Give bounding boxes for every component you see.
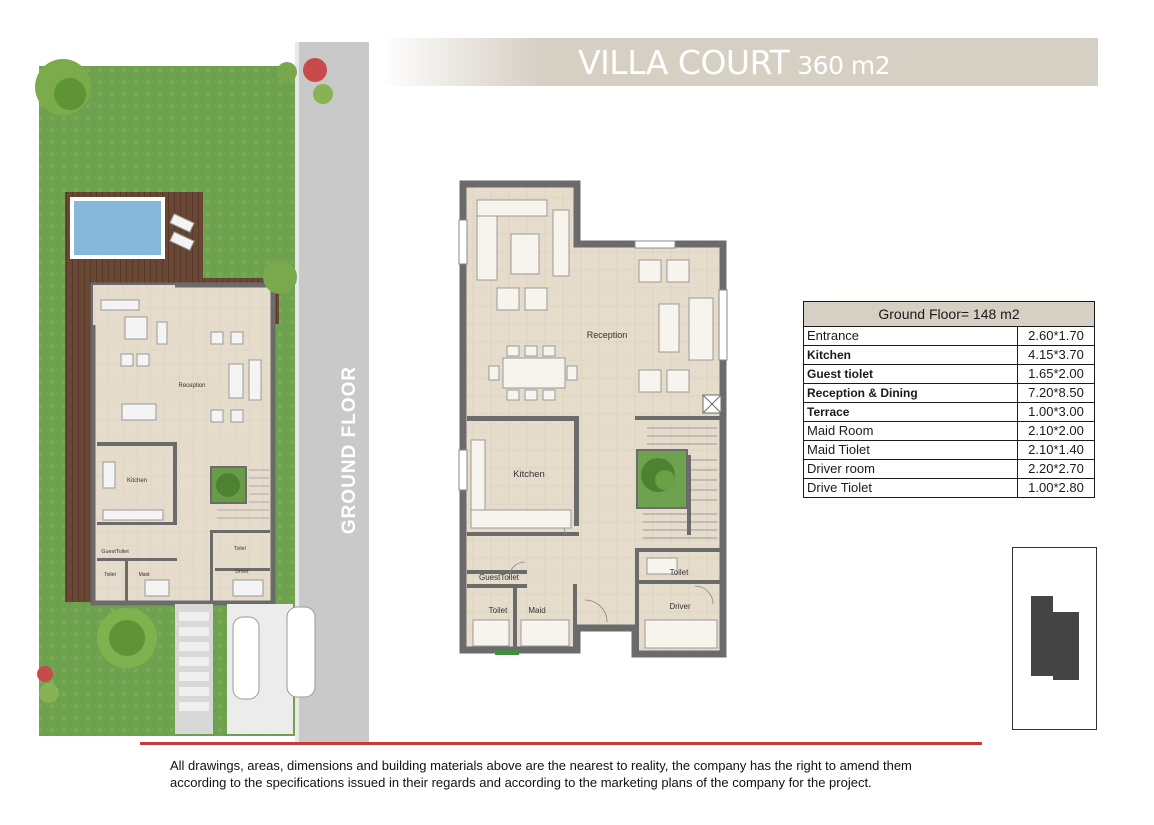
car-icon [286, 606, 316, 698]
title-area: 360 m2 [797, 51, 891, 80]
disclaimer-line-2: according to the specifications issued i… [170, 775, 872, 790]
label-reception: Reception [587, 330, 628, 340]
row-value: 2.20*2.70 [1017, 459, 1095, 479]
row-name: Guest tiolet [803, 364, 1018, 384]
label-maid: Maid [528, 606, 545, 615]
row-name: Reception & Dining [803, 383, 1018, 403]
left-label-guest-toilet: GuestToilet [101, 549, 129, 555]
ground-floor-plan: Reception Kitchen GuestToilet Toilet Mai… [458, 180, 728, 658]
left-label-reception: Reception [178, 383, 205, 389]
location-key-plan [1012, 547, 1097, 730]
row-value: 1.65*2.00 [1017, 364, 1095, 384]
label-guest-toilet: GuestToilet [479, 573, 520, 582]
ground-floor-label: GROUND FLOOR [339, 365, 360, 535]
row-name: Entrance [803, 326, 1018, 346]
title-main: VILLA COURT [578, 43, 790, 82]
row-value: 2.10*1.40 [1017, 440, 1095, 460]
label-toilet-driver: Toilet [670, 568, 689, 577]
label-toilet: Toilet [489, 606, 508, 615]
row-name: Terrace [803, 402, 1018, 422]
label-kitchen: Kitchen [513, 469, 545, 480]
tree-icon [263, 260, 297, 294]
row-name: Kitchen [803, 345, 1018, 365]
left-label-toilet: Toilet [104, 572, 116, 578]
label-driver: Driver [669, 602, 691, 611]
row-value: 1.00*3.00 [1017, 402, 1095, 422]
site-plan: Reception Kitchen GuestToilet Toilet Mai… [35, 42, 369, 742]
row-name: Drive Tiolet [803, 478, 1018, 498]
row-value: 2.10*2.00 [1017, 421, 1095, 441]
row-name: Maid Room [803, 421, 1018, 441]
row-value: 4.15*3.70 [1017, 345, 1095, 365]
disclaimer-line-1: All drawings, areas, dimensions and buil… [170, 758, 912, 773]
row-name: Driver room [803, 459, 1018, 479]
row-value: 1.00*2.80 [1017, 478, 1095, 498]
dining-table [502, 357, 566, 389]
car-icon [232, 616, 260, 700]
left-label-kitchen: Kitchen [127, 478, 147, 484]
row-value: 2.60*1.70 [1017, 326, 1095, 346]
pool [74, 201, 161, 255]
left-label-maid: Maid [139, 572, 150, 578]
area-table-header: Ground Floor= 148 m2 [803, 301, 1095, 327]
footer-divider [140, 742, 982, 745]
left-label-driver: Driver [235, 569, 249, 575]
key-plan-shape [1031, 596, 1079, 680]
row-value: 7.20*8.50 [1017, 383, 1095, 403]
row-name: Maid Tiolet [803, 440, 1018, 460]
left-label-toilet-driver: Toilet [234, 546, 246, 552]
disclaimer: All drawings, areas, dimensions and buil… [170, 757, 970, 791]
